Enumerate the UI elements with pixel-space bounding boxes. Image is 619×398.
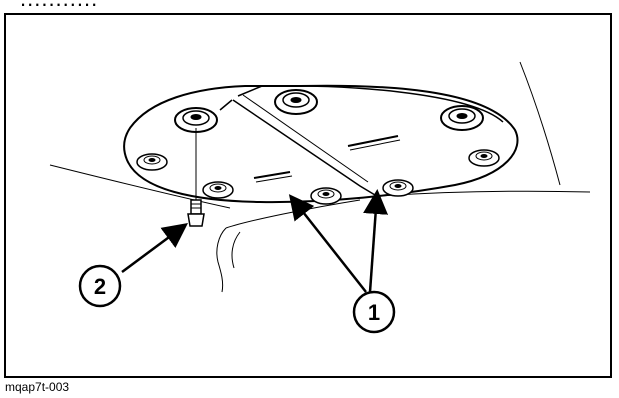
grommet-large-left <box>174 107 218 133</box>
grommet-small-4 <box>382 179 414 197</box>
figure-id: mqap7t-003 <box>5 380 70 394</box>
grommet-small-2 <box>202 181 234 199</box>
grommet-small-1 <box>136 153 168 171</box>
screw <box>187 128 205 227</box>
leader-lines <box>121 189 389 293</box>
grommet-large-center <box>274 89 318 115</box>
leader-1b <box>363 189 389 293</box>
callout-1: 1 <box>352 290 396 334</box>
cover-plate <box>123 84 519 204</box>
grommet-small-3 <box>310 187 342 205</box>
grommet-large-right <box>440 105 484 131</box>
cropped-header-text: ........... <box>20 0 98 12</box>
callout-2-label: 2 <box>94 274 106 299</box>
figure-frame <box>4 13 612 378</box>
leader-1a <box>288 194 367 293</box>
callout-2: 2 <box>78 264 122 308</box>
fasteners <box>136 89 500 205</box>
leader-2 <box>121 223 189 274</box>
grommet-small-5 <box>468 149 500 167</box>
callout-1-label: 1 <box>368 300 380 325</box>
